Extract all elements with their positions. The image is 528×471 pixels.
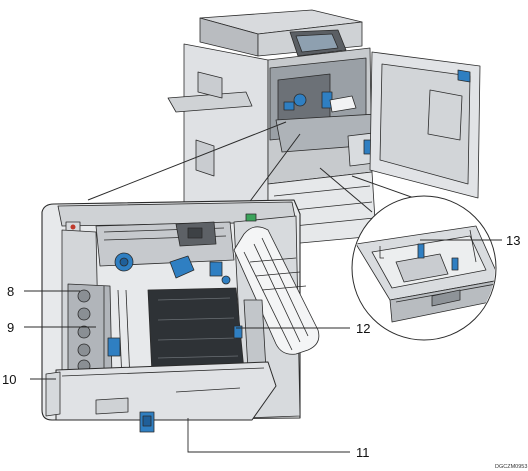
enlarged-interior-view: [41, 199, 320, 433]
magnified-paper-tray-view: [351, 195, 497, 341]
callout-13: 13: [506, 233, 520, 248]
callout-12: 12: [356, 321, 370, 336]
callout-9: 9: [7, 320, 14, 335]
callout-numbers: 8 9 10 11 12 13: [2, 233, 520, 460]
copier-overview-illustration: [167, 9, 481, 247]
callout-leader-11: [187, 418, 350, 453]
callout-leaders: [24, 239, 502, 453]
figure-code: DGCZM0953: [495, 464, 527, 470]
callout-10: 10: [2, 372, 16, 387]
toner-bottle: [233, 226, 320, 355]
front-door: [369, 51, 481, 199]
callout-8: 8: [7, 284, 14, 299]
control-panel: [289, 29, 347, 57]
callout-11: 11: [356, 445, 370, 460]
